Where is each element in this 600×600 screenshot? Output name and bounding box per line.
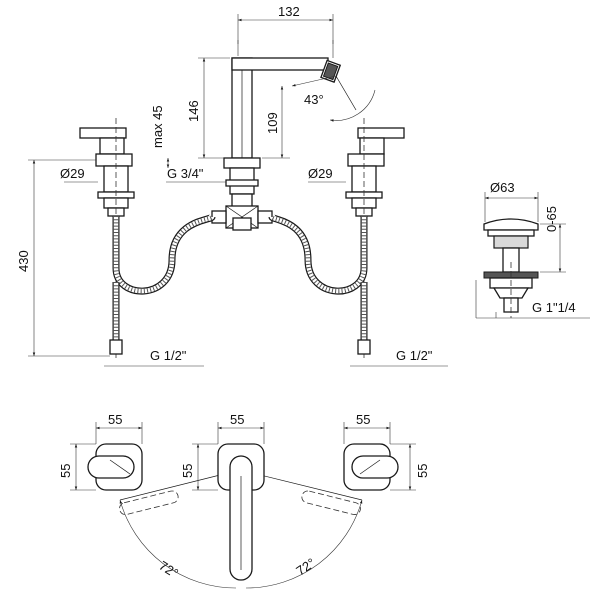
plan-right-handle: 55 55 xyxy=(343,412,430,491)
right-inlet-label: G 1/2" xyxy=(396,348,433,363)
right-handle-dia-label: Ø29 xyxy=(308,166,333,181)
left-handle xyxy=(79,118,135,360)
aerator-angle-label: 43° xyxy=(304,92,324,107)
rotation-arc-right xyxy=(245,499,363,589)
spout-height-label: 146 xyxy=(186,100,201,122)
waste-range-label: 0-65 xyxy=(544,206,559,232)
waste-thread-label: G 1"1/4 xyxy=(532,300,576,315)
spout-lower-height-label: 109 xyxy=(265,112,280,134)
plan-right-h-label: 55 xyxy=(415,464,430,478)
plan-left-handle: 55 55 xyxy=(58,412,143,491)
left-handle-dia-label: Ø29 xyxy=(60,166,85,181)
total-height-label: 430 xyxy=(16,250,31,272)
rotation-arc-left xyxy=(119,499,237,589)
left-inlet-label: G 1/2" xyxy=(150,348,187,363)
rotation-right-label: 72° xyxy=(293,555,318,578)
plan-center-h-label: 55 xyxy=(180,464,195,478)
plan-right-w-label: 55 xyxy=(356,412,370,427)
aerator-angle-arc xyxy=(329,89,376,122)
spout-reach-label: 132 xyxy=(278,4,300,19)
spout xyxy=(211,57,342,231)
plan-center-spout: 55 55 xyxy=(180,412,265,581)
plan-center-w-label: 55 xyxy=(230,412,244,427)
plan-view: 72° 72° 55 55 55 55 xyxy=(58,412,430,589)
right-handle xyxy=(345,118,405,360)
waste-dia-label: Ø63 xyxy=(490,180,515,195)
waste-detail: Ø63 0-65 G 1"1/4 xyxy=(475,180,590,319)
spout-thread-label: G 3/4" xyxy=(167,166,204,181)
front-elevation: 43° xyxy=(16,4,448,367)
plan-left-h-label: 55 xyxy=(58,464,73,478)
plan-left-w-label: 55 xyxy=(108,412,122,427)
swivel-max-label: max 45 xyxy=(150,105,165,148)
flex-hoses xyxy=(109,213,371,355)
